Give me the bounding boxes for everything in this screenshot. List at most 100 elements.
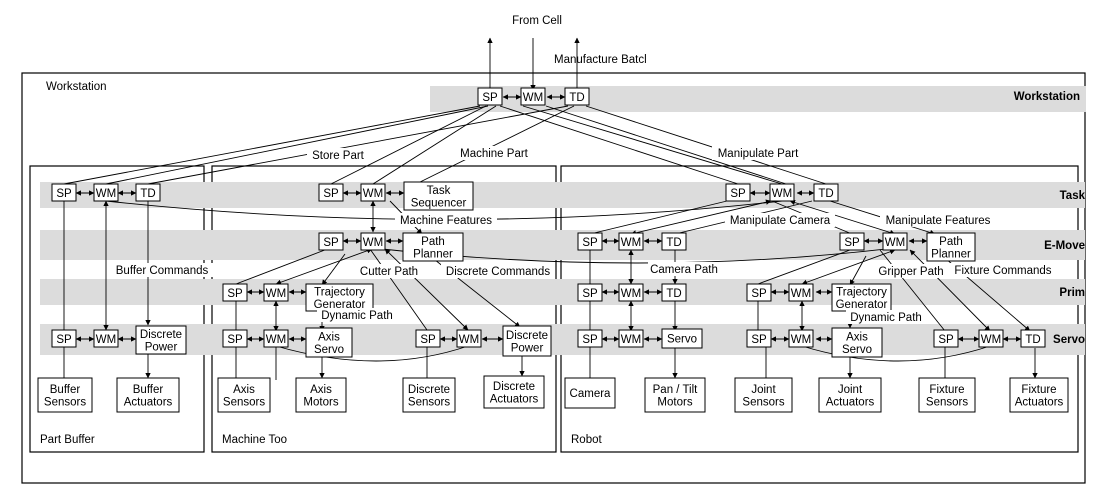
- mt-servo-wm: WM: [263, 329, 289, 348]
- mt-task-sp-label: SP: [323, 188, 339, 200]
- mt-emove-sp: SP: [318, 232, 344, 251]
- rb2-servo-sp: SP: [746, 329, 772, 348]
- fixture-sensors-box-line-1: Sensors: [926, 396, 968, 408]
- rb3-servo-wm: WM: [978, 329, 1004, 348]
- joint-sensors-box-line-0: Joint: [751, 384, 776, 396]
- ws-td: TD: [564, 87, 590, 106]
- discrete-power-mt-box-line-1: Power: [511, 342, 544, 354]
- rb-servo-sp-label: SP: [582, 334, 598, 346]
- ws-sp-label: SP: [482, 92, 498, 104]
- dynamic-path-robot-label: Dynamic Path: [850, 312, 922, 324]
- workstation-frame: [21, 72, 1086, 484]
- workstation-band-label: Workstation: [1014, 91, 1080, 103]
- manipulate-part-label: Manipulate Part: [718, 148, 799, 160]
- connector-lines: [63, 37, 1038, 380]
- fixture-actuators-box-line-1: Actuators: [1015, 396, 1064, 408]
- axis-motors-box-line-0: Axis: [310, 384, 332, 396]
- rb-prim-td: TD: [661, 283, 687, 302]
- manipulate-camera-label-bg: [725, 213, 835, 227]
- machine-part-label-bg: [456, 146, 532, 160]
- pb-servo-wm: WM: [93, 329, 119, 348]
- rb2-prim-wm-label: WM: [791, 288, 811, 300]
- task-sequencer-box-line-1: Sequencer: [411, 197, 467, 209]
- rb3-servo-wm-label: WM: [981, 334, 1001, 346]
- rb-servo-sp: SP: [577, 329, 603, 348]
- pb-task-sp-label: SP: [56, 188, 72, 200]
- trajectory-generator-mt-box-line-0: Trajectory: [314, 286, 365, 298]
- manipulate-camera-label: Manipulate Camera: [730, 215, 831, 227]
- prim-band: [40, 279, 1085, 305]
- store-part-label-bg: [307, 148, 369, 162]
- manipulate-features-label: Manipulate Features: [886, 215, 991, 227]
- rb-emove-sp-label: SP: [582, 237, 598, 249]
- mt2-servo-sp: SP: [415, 329, 441, 348]
- machine-features-label-bg: [395, 213, 497, 227]
- ws-wm-label: WM: [523, 92, 543, 104]
- rb-task-sp: SP: [725, 183, 751, 202]
- discrete-power-buffer-box-line-0: Discrete: [140, 329, 182, 341]
- workstation-frame-title: Workstation: [46, 81, 107, 93]
- rb-emove-td-label: TD: [666, 237, 681, 249]
- ws-wm: WM: [520, 87, 546, 106]
- rb-prim-sp: SP: [577, 283, 603, 302]
- rb2-servo-sp-label: SP: [751, 334, 767, 346]
- mt-servo-sp: SP: [222, 329, 248, 348]
- discrete-sensors-box-line-1: Sensors: [408, 396, 450, 408]
- mt-prim-sp: SP: [222, 283, 248, 302]
- dynamic-path-mt-label: Dynamic Path: [321, 310, 393, 322]
- rb2-emove-wm: WM: [882, 232, 908, 251]
- machine-part-label: Machine Part: [460, 148, 529, 160]
- buffer-sensors-box-line-0: Buffer: [50, 384, 81, 396]
- rb-emove-wm: WM: [618, 232, 644, 251]
- pb-task-td: TD: [135, 183, 161, 202]
- rb-task-wm: WM: [769, 183, 795, 202]
- rb-prim-wm-label: WM: [621, 288, 641, 300]
- trajectory-generator-mt-box-line-1: Generator: [314, 299, 366, 311]
- buffer-commands-label: Buffer Commands: [116, 265, 209, 277]
- trajectory-generator-robot-box-line-0: Trajectory: [836, 286, 887, 298]
- path-planner-robot-box-line-1: Planner: [931, 248, 971, 260]
- manipulate-part-label-bg: [712, 146, 804, 160]
- discrete-actuators-box-line-0: Discrete: [493, 381, 535, 393]
- discrete-power-buffer-box-line-1: Power: [145, 341, 178, 353]
- ws-td-label: TD: [569, 92, 584, 104]
- task-band-label: Task: [1060, 190, 1086, 202]
- joint-sensors-box-line-1: Sensors: [742, 396, 784, 408]
- rb3-servo-sp-label: SP: [938, 334, 954, 346]
- robot-frame: [560, 165, 1079, 453]
- rb-task-wm-label: WM: [772, 188, 792, 200]
- axis-servo-robot-box-line-0: Axis: [846, 331, 868, 343]
- rb2-emove-sp-label: SP: [844, 237, 860, 249]
- camera-path-label-bg: [648, 262, 720, 276]
- fixture-commands-label-bg: [948, 263, 1058, 277]
- manufacture-batch-label: Manufacture Batcl: [554, 54, 647, 66]
- rb2-prim-wm: WM: [788, 283, 814, 302]
- camera-box-line-0: Camera: [570, 388, 612, 400]
- servo-camera-box-line-0: Servo: [667, 334, 697, 346]
- camera-path-label: Camera Path: [650, 264, 718, 276]
- machine-tool-frame-title: Machine Too: [222, 434, 287, 446]
- part-buffer-frame-title: Part Buffer: [40, 434, 95, 446]
- pb-servo-sp-label: SP: [56, 334, 72, 346]
- mt2-servo-wm-label: WM: [459, 334, 479, 346]
- mt-task-wm-label: WM: [363, 188, 383, 200]
- gripper-path-label-bg: [874, 264, 948, 278]
- pb-servo-sp: SP: [51, 329, 77, 348]
- joint-actuators-box-line-1: Actuators: [826, 396, 875, 408]
- pb-task-td-label: TD: [140, 188, 155, 200]
- rb-servo-wm-label: WM: [621, 334, 641, 346]
- rb-task-td: TD: [813, 183, 839, 202]
- rb-emove-sp: SP: [577, 232, 603, 251]
- dynamic-path-robot-label-bg: [846, 310, 926, 324]
- axis-sensors-box-line-0: Axis: [233, 384, 255, 396]
- rb-prim-td-label: TD: [666, 288, 681, 300]
